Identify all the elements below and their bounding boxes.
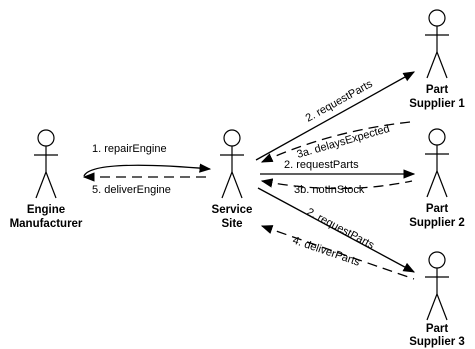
request-parts-2-label: 2. requestParts (284, 159, 359, 171)
delays-expected-arrow (260, 121, 411, 163)
engine-manufacturer-label-line1: Engine (27, 204, 65, 216)
request-parts-3-arrow (257, 187, 416, 273)
part-supplier-1-label-line2: Supplier 1 (409, 98, 465, 110)
repair-engine-label: 1. repairEngine (92, 143, 167, 155)
service-site-label-line2: Site (221, 218, 242, 230)
not-in-stock-arrow (260, 178, 413, 190)
part-supplier-3-label-line2: Supplier 3 (409, 336, 465, 348)
part-supplier-2-label-line2: Supplier 2 (409, 217, 465, 229)
part-supplier-2-label-line1: Part (426, 203, 449, 215)
request-parts-1-label: 2. requestParts (304, 78, 375, 125)
part-supplier-1-actor: Part Supplier 1 (409, 9, 465, 110)
deliver-parts-arrow (260, 225, 415, 280)
not-in-stock-label: 3b. notInStock (294, 184, 365, 196)
part-supplier-3-actor: Part Supplier 3 (409, 251, 465, 348)
service-site-actor: Service Site (212, 129, 253, 230)
service-site-label-line1: Service (212, 204, 253, 216)
repair-engine-arrow (83, 163, 212, 177)
delays-expected-label: 3a. delaysExpected (296, 123, 392, 161)
part-supplier-3-label-line1: Part (426, 323, 449, 335)
engine-manufacturer-label-line2: Manufacturer (10, 218, 83, 230)
request-parts-1-arrow (255, 71, 416, 161)
deliver-engine-label: 5. deliverEngine (92, 184, 171, 196)
part-supplier-2-actor: Part Supplier 2 (409, 128, 465, 229)
engine-manufacturer-actor: Engine Manufacturer (10, 129, 83, 230)
part-supplier-1-label-line1: Part (426, 84, 449, 96)
